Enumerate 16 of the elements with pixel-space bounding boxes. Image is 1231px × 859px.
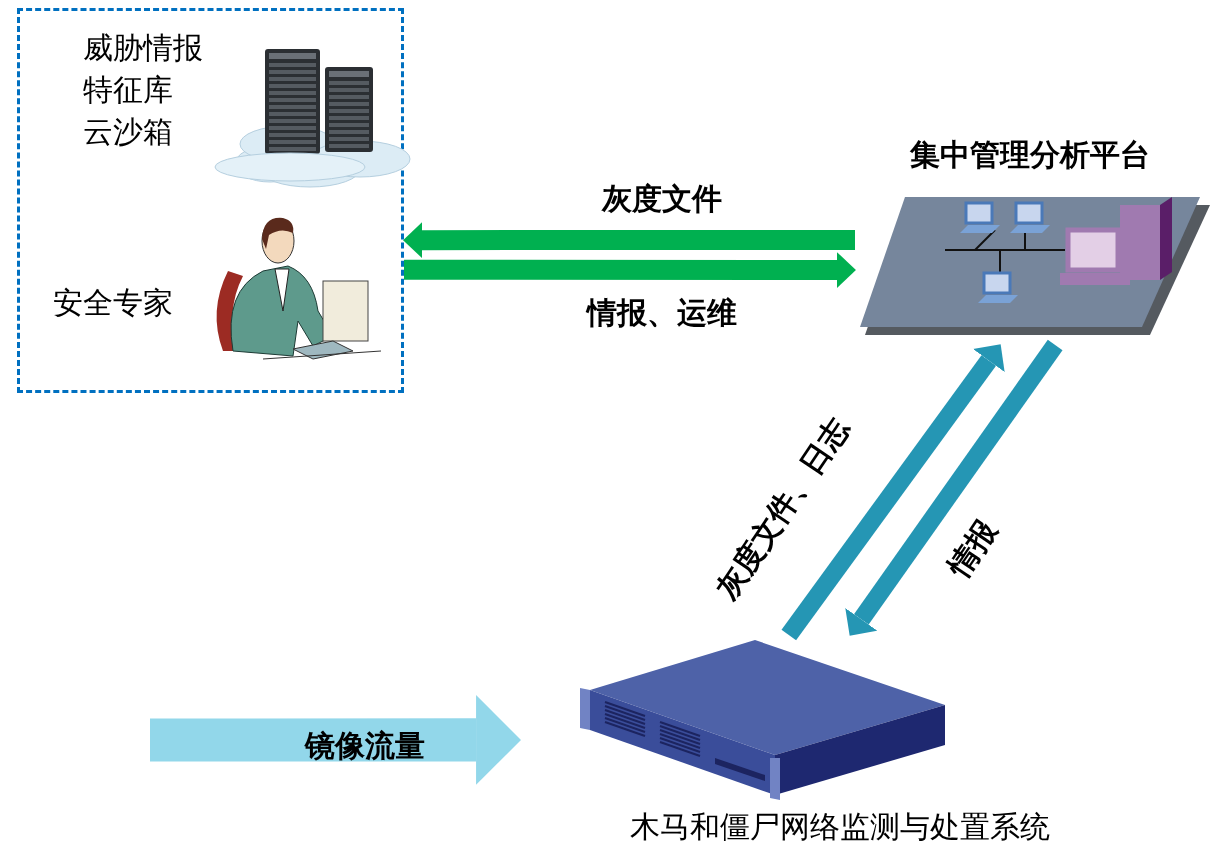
platform-title: 集中管理分析平台 [910, 138, 1150, 173]
block-arrow [781, 344, 1005, 641]
block-arrow [404, 252, 856, 288]
block-arrow [403, 222, 855, 259]
resource-label: 云沙箱 [83, 115, 173, 150]
role-label: 安全专家 [53, 286, 173, 321]
edge-label: 情报 [941, 513, 1003, 583]
block-arrow [150, 695, 521, 785]
block-arrow [845, 339, 1063, 636]
edge-label: 灰度文件 [602, 181, 722, 215]
system-name: 木马和僵尸网络监测与处置系统 [629, 810, 1051, 845]
resource-label: 威胁情报 [83, 31, 203, 66]
edge-label: 情报、运维 [587, 295, 737, 329]
edge-label: 灰度文件、日志 [709, 411, 855, 605]
edge-label: 镜像流量 [305, 728, 425, 762]
resource-label: 特征库 [83, 73, 173, 108]
